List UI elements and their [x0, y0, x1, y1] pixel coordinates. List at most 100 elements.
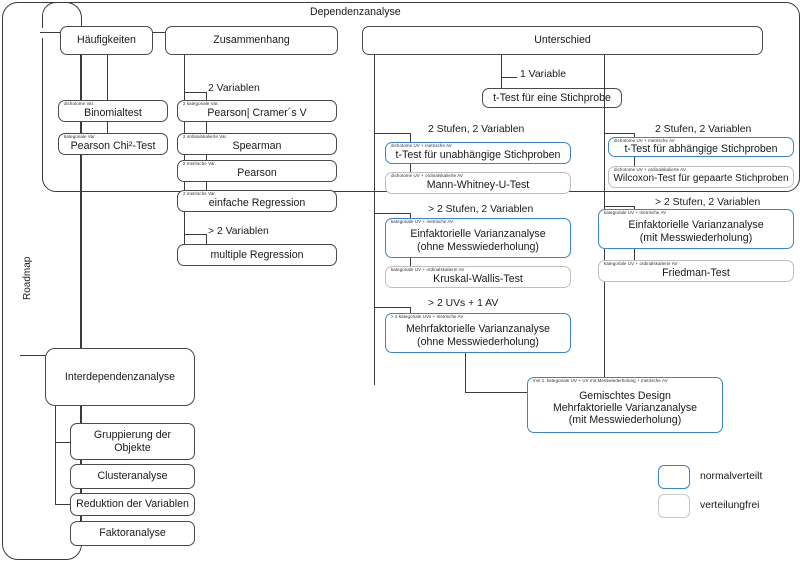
- label-1-variable: 1 Variable: [520, 69, 567, 80]
- node-interdependenzanalyse-label: Interdependenzanalyse: [64, 370, 176, 383]
- line-1var-stem: [501, 77, 517, 78]
- line-zus-2-3: [206, 155, 207, 160]
- node-ttest-eine-stichprobe[interactable]: t-Test für eine Stichprobe: [482, 88, 622, 108]
- line-dep-g2-stem: [604, 206, 634, 207]
- node-kruskal-wallis-tag: kategoriale UV + ordinalskalierte AV: [391, 267, 465, 272]
- node-gemischtes-design[interactable]: min 1. kategoriale UV + UV mit Messwiede…: [527, 377, 723, 433]
- node-einfaktorielle-mit-label2: (mit Messwiederholung): [639, 231, 753, 244]
- node-interdependenzanalyse[interactable]: Interdependenzanalyse: [45, 348, 195, 406]
- node-spearman[interactable]: 2 ordinalskalierte Var. Spearman: [177, 133, 337, 155]
- branch-zusammenhang[interactable]: Zusammenhang: [165, 26, 338, 55]
- node-kruskal-wallis[interactable]: kategoriale UV + ordinalskalierte AV Kru…: [385, 266, 571, 288]
- node-ttest-abhaengige-label: t-Test für abhängige Stichproben: [624, 142, 778, 155]
- node-spearman-label: Spearman: [232, 139, 282, 152]
- node-binomialtest-label: Binomialtest: [84, 106, 142, 119]
- line-mixed-in-left: [465, 392, 530, 393]
- node-pearson-chi2-label: Pearson Chi²-Test: [70, 139, 156, 152]
- line-zus-g1-down: [206, 92, 207, 100]
- line-indep-g3-down: [410, 307, 411, 313]
- node-mehrfaktorielle-ohne[interactable]: > 2 kategoriale UVs + metrische AV Mehrf…: [385, 313, 571, 353]
- node-einfaktorielle-mit-tag: kategoriale UV + metrische AV: [604, 210, 667, 215]
- label-indep-gt2stufen: > 2 Stufen, 2 Variablen: [428, 204, 534, 215]
- node-multiple-regression-label: multiple Regression: [210, 248, 304, 261]
- legend-swatch-verteilungfrei: [658, 494, 690, 518]
- line-indep-1-2: [410, 164, 411, 172]
- node-gruppierung-label2: Objekte: [114, 441, 151, 454]
- node-ttest-abhaengige-tag: dichotome UV + metrische AV: [614, 138, 675, 143]
- node-mann-whitney-tag: dichotome UV + ordinalskalierte AV: [391, 173, 464, 178]
- node-pearson[interactable]: 2 metrische Var. Pearson: [177, 160, 337, 182]
- node-clusteranalyse-label: Clusteranalyse: [97, 470, 168, 483]
- node-ttest-eine-stichprobe-label: t-Test für eine Stichprobe: [493, 91, 611, 104]
- node-kruskal-wallis-label: Kruskal-Wallis-Test: [433, 272, 523, 285]
- node-mann-whitney-label: Mann-Whitney-U-Test: [426, 178, 530, 191]
- line-dep-3-4: [634, 249, 635, 260]
- line-indep-g3-stem: [374, 307, 410, 308]
- mask-top: [36, 28, 46, 38]
- branch-zusammenhang-label: Zusammenhang: [213, 34, 290, 47]
- node-einfaktorielle-mit-label: Einfaktorielle Varianzanalyse: [628, 219, 764, 232]
- node-wilcoxon-tag: dichotome UV + ordinalskalierte AV: [614, 167, 687, 172]
- node-wilcoxon[interactable]: dichotome UV + ordinalskalierte AV Wilco…: [608, 166, 794, 188]
- line-zus-g1-stem: [184, 92, 206, 93]
- node-pearson-label: Pearson: [237, 166, 277, 179]
- node-einfaktorielle-ohne-tag: kategoriale UV + metrische AV: [391, 219, 454, 224]
- line-mehrfakt-to-mixed: [465, 353, 466, 392]
- node-reduktion-variablen-label: Reduktion der Variablen: [76, 498, 189, 511]
- node-einfache-regression-tag: 2 metrische Var.: [183, 191, 216, 196]
- line-indep-g2-down: [410, 213, 411, 218]
- node-multiple-regression[interactable]: multiple Regression: [177, 244, 337, 266]
- roadmap-vertical-label: Roadmap: [22, 256, 33, 300]
- line-dep-to-mixed: [604, 282, 605, 377]
- node-mann-whitney[interactable]: dichotome UV + ordinalskalierte AV Mann-…: [385, 172, 571, 194]
- roadmap-outer-frame: [2, 2, 82, 560]
- node-einfaktorielle-mit[interactable]: kategoriale UV + metrische AV Einfaktori…: [598, 209, 794, 249]
- node-pearson-chi2-tag: kategoriale Var.: [64, 134, 96, 139]
- node-ttest-unabhaengige-tag: dichotome UV + metrische AV: [391, 143, 452, 148]
- node-einfache-regression[interactable]: 2 metrische Var. einfache Regression: [177, 190, 337, 212]
- node-friedman-tag: kategoriale UV + ordinalskalierte AV: [604, 261, 678, 266]
- node-pearson-cramer-label: Pearson| Cramer´s V: [207, 106, 307, 119]
- node-einfaktorielle-ohne[interactable]: kategoriale UV + metrische AV Einfaktori…: [385, 218, 571, 258]
- line-interdep-spine: [55, 406, 56, 504]
- node-pearson-chi2[interactable]: kategoriale Var. Pearson Chi²-Test: [58, 133, 168, 155]
- line-indep-spine: [374, 55, 375, 385]
- node-mehrfaktorielle-ohne-tag: > 2 kategoriale UVs + metrische AV: [391, 314, 464, 319]
- node-faktoranalyse-label: Faktoranalyse: [99, 527, 166, 540]
- line-indep-3-4: [410, 258, 411, 266]
- node-spearman-tag: 2 ordinalskalierte Var.: [183, 134, 228, 139]
- node-gruppierung[interactable]: Gruppierung der Objekte: [70, 423, 195, 460]
- node-ttest-unabhaengige[interactable]: dichotome UV + metrische AV t-Test für u…: [385, 142, 571, 164]
- node-mehrfaktorielle-ohne-label2: (ohne Messwiederholung): [417, 335, 539, 348]
- node-einfaktorielle-ohne-label: Einfaktorielle Varianzanalyse: [410, 228, 546, 241]
- node-gemischtes-design-label2: Mehrfaktorielle Varianzanalyse: [552, 401, 698, 414]
- node-friedman-label: Friedman-Test: [662, 266, 730, 279]
- node-clusteranalyse[interactable]: Clusteranalyse: [70, 464, 195, 489]
- branch-unterschied[interactable]: Unterschied: [362, 26, 763, 55]
- line-indep-g1-down: [410, 133, 411, 142]
- label-indep-gt2uvs: > 2 UVs + 1 AV: [428, 298, 499, 309]
- node-friedman[interactable]: kategoriale UV + ordinalskalierte AV Fri…: [598, 260, 794, 282]
- line-dep-1-2: [634, 157, 635, 166]
- node-gemischtes-design-label3: (mit Messwiederholung): [568, 414, 682, 427]
- branch-unterschied-label: Unterschied: [534, 34, 591, 47]
- node-binomialtest-tag: dichotome Var.: [64, 101, 95, 106]
- line-binomial-to-chi: [107, 122, 108, 133]
- node-pearson-cramer-tag: 2 kategoriale Var.: [183, 101, 219, 106]
- line-interdep-2: [55, 504, 70, 505]
- legend-label-normalverteilt: normalverteilt: [700, 471, 763, 482]
- line-zus-g2-stem: [184, 234, 206, 235]
- node-ttest-abhaengige[interactable]: dichotome UV + metrische AV t-Test für a…: [608, 137, 794, 157]
- node-pearson-cramer[interactable]: 2 kategoriale Var. Pearson| Cramer´s V: [177, 100, 337, 122]
- node-reduktion-variablen[interactable]: Reduktion der Variablen: [70, 493, 195, 516]
- label-2-variablen: 2 Variablen: [208, 83, 260, 94]
- node-faktoranalyse[interactable]: Faktoranalyse: [70, 521, 195, 546]
- line-haeufigkeiten-down: [107, 55, 108, 100]
- node-einfaktorielle-ohne-label2: (ohne Messwiederholung): [417, 240, 539, 253]
- node-mehrfaktorielle-ohne-label: Mehrfaktorielle Varianzanalyse: [405, 323, 551, 336]
- branch-haeufigkeiten[interactable]: Häufigkeiten: [60, 26, 153, 55]
- label-dep-gt2stufen: > 2 Stufen, 2 Variablen: [655, 197, 761, 208]
- node-binomialtest[interactable]: dichotome Var. Binomialtest: [58, 100, 168, 122]
- line-zus-g2-down: [206, 234, 207, 244]
